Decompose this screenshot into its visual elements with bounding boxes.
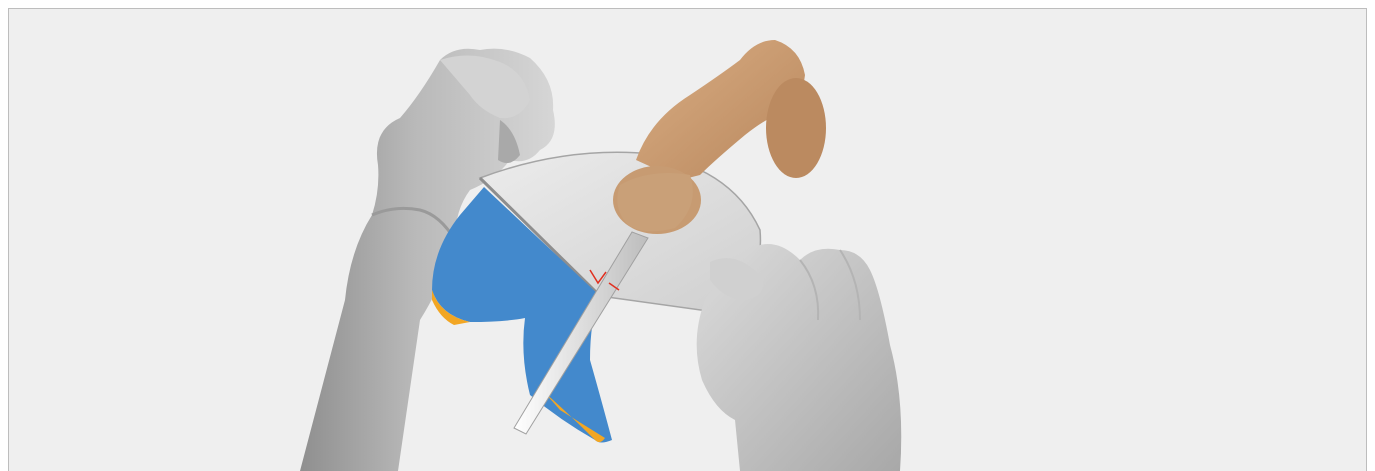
right-hand-icon bbox=[697, 244, 902, 471]
